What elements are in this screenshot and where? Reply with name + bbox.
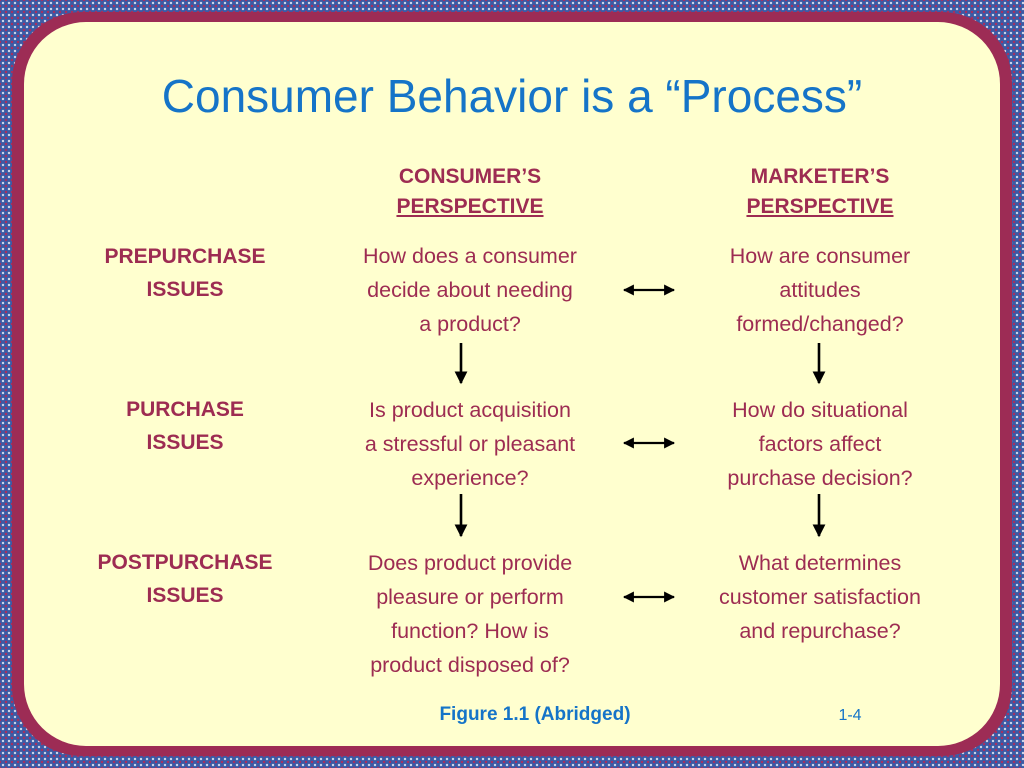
header-marketer-line2: PERSPECTIVE xyxy=(746,195,894,218)
cell-purchase-marketer: How do situational factors affect purcha… xyxy=(670,393,970,495)
header-marketer-line1: MARKETER’S xyxy=(750,165,890,188)
cell-prepurchase-consumer: How does a consumer decide about needing… xyxy=(315,239,625,341)
cell-line: How does a consumer xyxy=(363,244,577,268)
row-label-line: ISSUES xyxy=(146,278,224,301)
slide-panel xyxy=(24,22,1000,746)
figure-caption: Figure 1.1 (Abridged) xyxy=(439,704,631,725)
row-label-line: PURCHASE xyxy=(126,398,244,421)
row-label-purchase: PURCHASE ISSUES xyxy=(60,393,310,459)
cell-line: What determines xyxy=(738,551,902,575)
cell-line: and repurchase? xyxy=(739,619,901,643)
cell-line: formed/changed? xyxy=(736,312,904,336)
row-label-prepurchase: PREPURCHASE ISSUES xyxy=(60,240,310,306)
row-label-postpurchase: POSTPURCHASE ISSUES xyxy=(58,546,312,612)
cell-line: purchase decision? xyxy=(727,466,913,490)
cell-line: product disposed of? xyxy=(370,653,570,677)
cell-line: attitudes xyxy=(779,278,861,302)
cell-line: a stressful or pleasant xyxy=(364,432,576,456)
header-marketer-perspective: MARKETER’S PERSPECTIVE xyxy=(680,162,960,222)
cell-line: experience? xyxy=(411,466,529,490)
header-consumer-line2: PERSPECTIVE xyxy=(396,195,544,218)
cell-line: a product? xyxy=(419,312,521,336)
row-label-line: POSTPURCHASE xyxy=(97,551,273,574)
header-consumer-line1: CONSUMER’S xyxy=(398,165,542,188)
cell-line: Is product acquisition xyxy=(369,398,571,422)
cell-postpurchase-marketer: What determines customer satisfaction an… xyxy=(670,546,970,648)
cell-line: Does product provide xyxy=(367,551,573,575)
row-label-line: ISSUES xyxy=(146,584,224,607)
cell-postpurchase-consumer: Does product provide pleasure or perform… xyxy=(315,546,625,682)
header-consumer-perspective: CONSUMER’S PERSPECTIVE xyxy=(330,162,610,222)
row-label-line: ISSUES xyxy=(146,431,224,454)
page-number: 1-4 xyxy=(838,707,862,724)
cell-line: pleasure or perform xyxy=(376,585,564,609)
cell-purchase-consumer: Is product acquisition a stressful or pl… xyxy=(315,393,625,495)
slide-title: Consumer Behavior is a “Process” xyxy=(161,70,863,122)
cell-line: customer satisfaction xyxy=(719,585,921,609)
cell-line: function? How is xyxy=(391,619,549,643)
row-label-line: PREPURCHASE xyxy=(104,245,266,268)
cell-line: How are consumer xyxy=(729,244,911,268)
cell-line: decide about needing xyxy=(367,278,573,302)
cell-line: factors affect xyxy=(758,432,882,456)
cell-prepurchase-marketer: How are consumer attitudes formed/change… xyxy=(670,239,970,341)
cell-line: How do situational xyxy=(732,398,908,422)
